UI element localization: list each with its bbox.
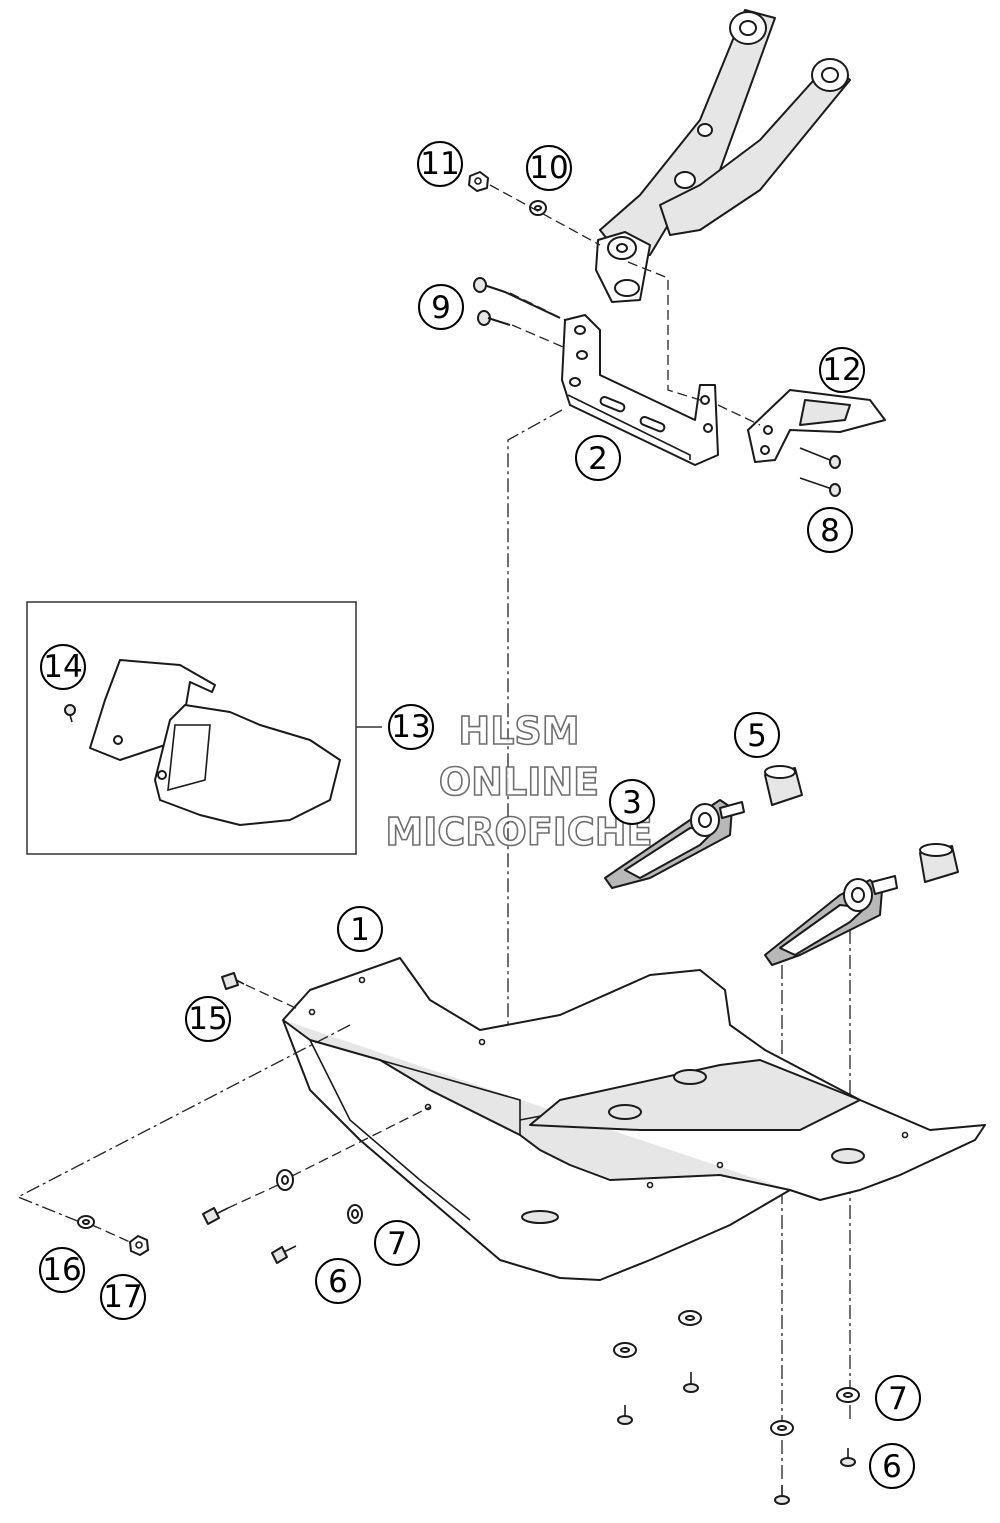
callout-1: 1 [337,906,383,952]
washer-part [836,1387,860,1403]
protective-cover-part [89,659,341,826]
watermark-line3: MICROFICHE [385,810,652,854]
side-bracket-part [747,389,886,463]
callout-3: 3 [609,779,655,825]
washer-part [77,1215,95,1229]
screw-part [617,1405,633,1425]
mounting-bracket-part [561,314,719,466]
screw-part [271,1245,297,1264]
svg-text:14: 14 [43,649,82,685]
washer-part [276,1169,294,1191]
svg-text:8: 8 [820,513,840,549]
callout-14: 14 [40,644,86,690]
callout-13: 13 [388,704,434,750]
bolt-part [473,277,561,326]
screw-part [774,1485,790,1505]
svg-text:6: 6 [882,1449,902,1485]
watermark-line2: ONLINE [439,760,599,804]
callout-5: 5 [734,712,780,758]
callout-6-right: 6 [869,1443,915,1489]
svg-text:12: 12 [822,352,861,388]
washer-part [678,1310,702,1326]
svg-text:2: 2 [588,441,608,477]
washer-part [347,1204,363,1224]
callout-8: 8 [807,507,853,553]
callout-16: 16 [39,1247,85,1293]
callout-9: 9 [418,284,464,330]
svg-text:7: 7 [888,1381,908,1417]
svg-text:1: 1 [350,912,370,948]
washer-part [770,1420,794,1436]
callout-17: 17 [100,1274,146,1320]
washer-part [613,1342,637,1358]
callout-11: 11 [417,141,463,187]
svg-text:15: 15 [188,1001,227,1037]
callout-12: 12 [819,347,865,393]
screw-part [221,972,245,990]
bolt-part [799,447,841,497]
svg-text:5: 5 [747,718,767,754]
screw-part [202,1207,229,1225]
watermark: HLSM ONLINE MICROFICHE [385,708,654,855]
skid-plate-part [282,957,986,1281]
screw-part [683,1372,699,1393]
callout-6-left: 6 [315,1258,361,1304]
svg-text:3: 3 [622,785,642,821]
svg-text:6: 6 [328,1264,348,1300]
detail-inset-box [26,601,357,855]
spacer-part [919,843,959,883]
svg-text:16: 16 [42,1252,81,1288]
screw-part [840,1448,856,1467]
callout-15: 15 [185,996,231,1042]
svg-text:11: 11 [420,146,459,182]
screw-part [64,704,76,723]
callout-10: 10 [526,145,572,191]
callout-7-right: 7 [875,1375,921,1421]
footpeg-part [764,875,898,966]
watermark-line1: HLSM [458,709,579,753]
footpeg-part [604,799,745,889]
callout-2: 2 [575,435,621,481]
spacer-part [764,765,803,806]
nut-part [129,1235,149,1256]
callout-7-left: 7 [374,1220,420,1266]
nut-part [468,171,489,192]
washer-part [529,200,547,216]
svg-text:13: 13 [391,709,430,745]
svg-text:9: 9 [431,290,451,326]
frame-arm-part [595,9,851,303]
svg-text:7: 7 [387,1226,407,1262]
svg-text:17: 17 [103,1279,142,1315]
svg-text:10: 10 [529,150,568,186]
